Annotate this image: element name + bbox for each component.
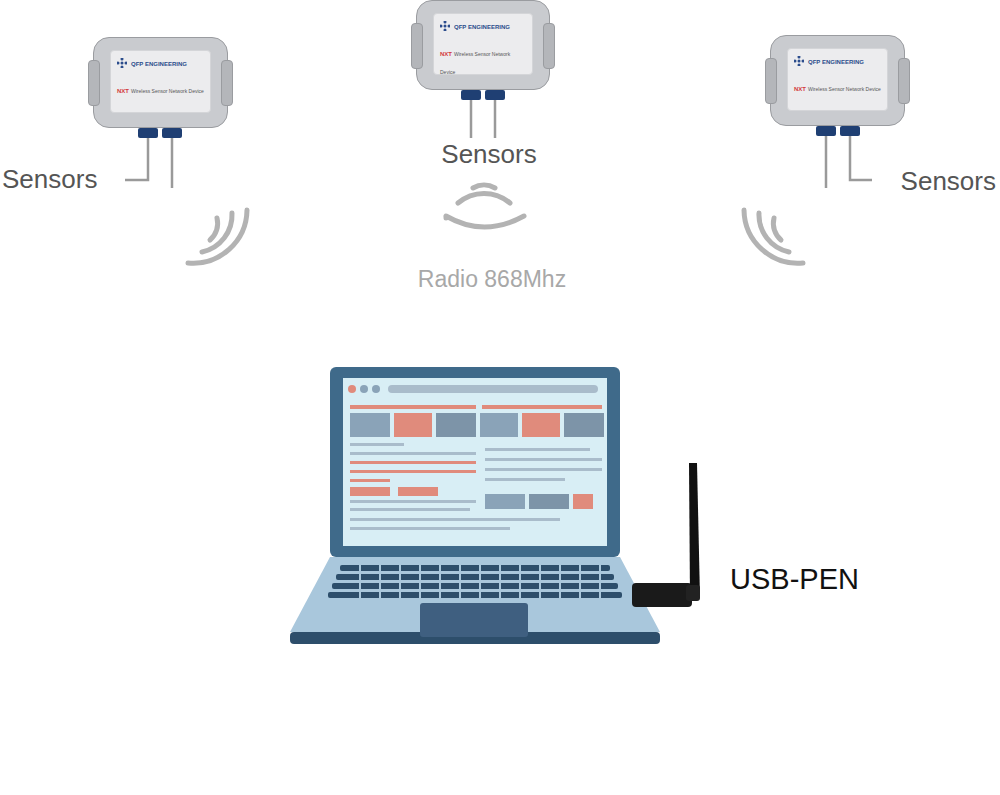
product-code: NXT [794, 86, 806, 92]
product-code: NXT [117, 88, 129, 94]
radio-frequency-label: Radio 868Mhz [418, 266, 566, 293]
sensor-wires [125, 100, 872, 188]
sensor-device: QFP ENGINEERING NXTWireless Sensor Networ… [770, 35, 905, 126]
device-tab [765, 58, 777, 104]
device-tab [543, 23, 555, 69]
device-tab [221, 60, 233, 106]
brand-name: QFP ENGINEERING [440, 24, 526, 30]
sensor-device: QFP ENGINEERINGNXTWireless Sensor Networ… [416, 0, 550, 90]
radio-waves [188, 185, 803, 263]
brand-name: QFP ENGINEERING [117, 61, 204, 67]
brand-name: QFP ENGINEERING [794, 59, 881, 65]
product-code: NXT [440, 51, 452, 57]
device-label-panel: QFP ENGINEERING NXTWireless Sensor Networ… [787, 48, 888, 111]
sensors-label: Sensors [2, 164, 97, 195]
company-logo [117, 58, 127, 68]
device-tab [898, 58, 910, 104]
device-tab [88, 60, 100, 106]
laptop [290, 367, 660, 644]
sensors-label: Sensors [901, 166, 996, 197]
usb-pen [632, 463, 700, 607]
sensor-device: QFP ENGINEERING NXTWireless Sensor Networ… [93, 37, 228, 128]
company-logo [440, 21, 450, 31]
product-name: Wireless Sensor Network Device [131, 88, 204, 94]
device-label-panel: QFP ENGINEERING NXTWireless Sensor Networ… [110, 50, 211, 113]
sensors-label: Sensors [441, 139, 536, 170]
usb-pen-label: USB-PEN [730, 563, 859, 596]
cable-glands [138, 90, 860, 138]
company-logo [794, 56, 804, 66]
device-tab [411, 23, 423, 69]
product-name: Wireless Sensor Network Device [808, 86, 881, 92]
device-label-panel: QFP ENGINEERINGNXTWireless Sensor Networ… [433, 13, 533, 75]
